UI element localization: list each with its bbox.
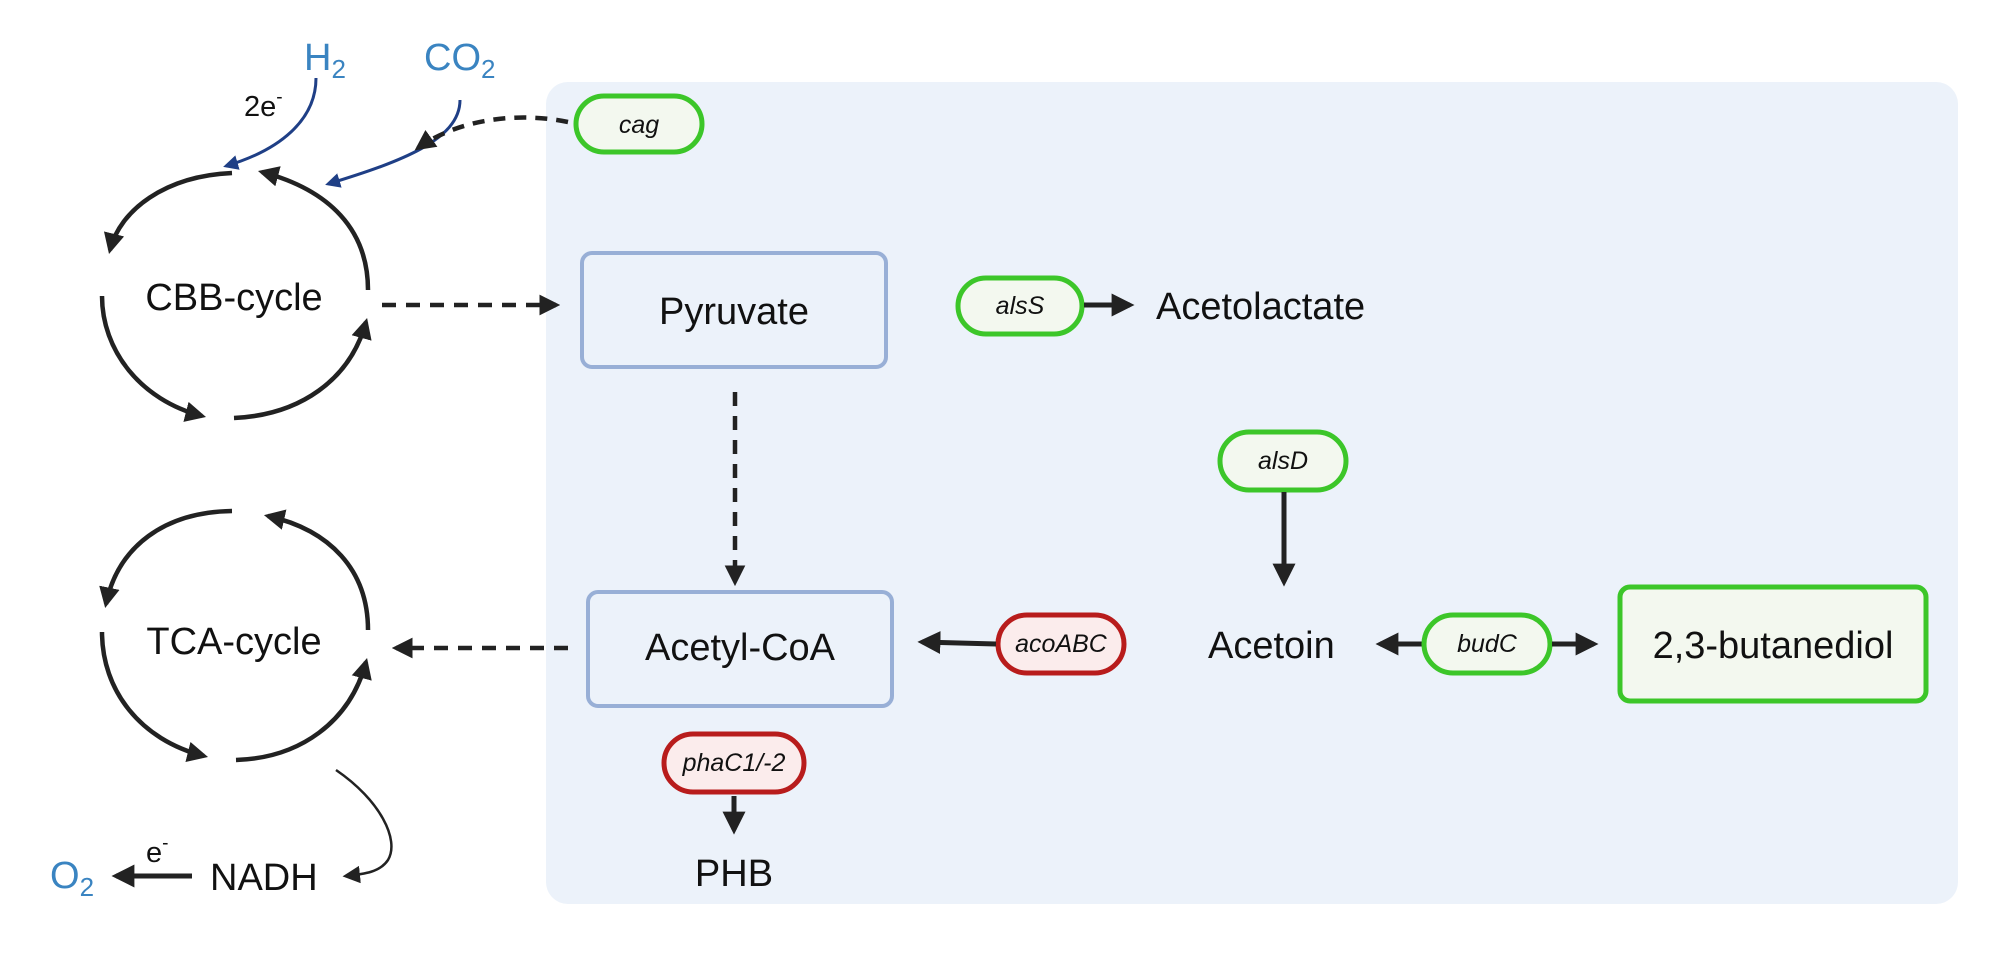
electrons-in-label: 2e- [244, 87, 283, 123]
gene-phac: phaC1/-2 [661, 731, 807, 795]
cbb-cycle-label: CBB-cycle [145, 277, 322, 319]
h2-input-arrow [223, 77, 318, 170]
gene-alsd: alsD [1217, 429, 1349, 493]
svg-text:budC: budC [1457, 630, 1518, 658]
acoabc-to-acetylcoa-arrow [917, 631, 997, 654]
svg-text:Acetyl-CoA: Acetyl-CoA [645, 627, 836, 669]
h2-label: H2 [304, 37, 346, 84]
svg-text:phaC1/-2: phaC1/-2 [682, 749, 786, 777]
co2-label: CO2 [424, 37, 495, 84]
electron-out-label: e- [146, 833, 168, 869]
gene-cag: cag [573, 93, 705, 155]
tca-cycle-label: TCA-cycle [146, 621, 321, 663]
pyruvate-box: Pyruvate [580, 251, 888, 369]
gene-acoabc: acoABC [995, 612, 1127, 676]
svg-text:2,3-butanediol: 2,3-butanediol [1653, 625, 1894, 667]
svg-text:acoABC: acoABC [1015, 630, 1108, 658]
phb-label: PHB [695, 853, 773, 895]
svg-text:alsD: alsD [1258, 447, 1308, 475]
nadh-label: NADH [210, 857, 318, 899]
tca-to-nadh-arrow [335, 768, 393, 884]
acetoin-label: Acetoin [1208, 625, 1335, 667]
gene-alss: alsS [955, 275, 1085, 337]
gene-budc: budC [1421, 612, 1553, 676]
tca-cycle [99, 508, 372, 763]
engineered-pathway-panel [546, 82, 1958, 904]
svg-text:alsS: alsS [996, 292, 1045, 320]
acetylcoa-box: Acetyl-CoA [586, 590, 894, 708]
butanediol-box: 2,3-butanediol [1617, 584, 1929, 704]
cbb-cycle [99, 166, 372, 422]
svg-text:cag: cag [619, 111, 659, 139]
cag-regulation-arrow [414, 115, 569, 151]
co2-input-arrow [325, 99, 462, 188]
o2-label: O2 [50, 855, 94, 902]
acetolactate-label: Acetolactate [1156, 286, 1365, 328]
svg-text:Pyruvate: Pyruvate [659, 291, 809, 333]
